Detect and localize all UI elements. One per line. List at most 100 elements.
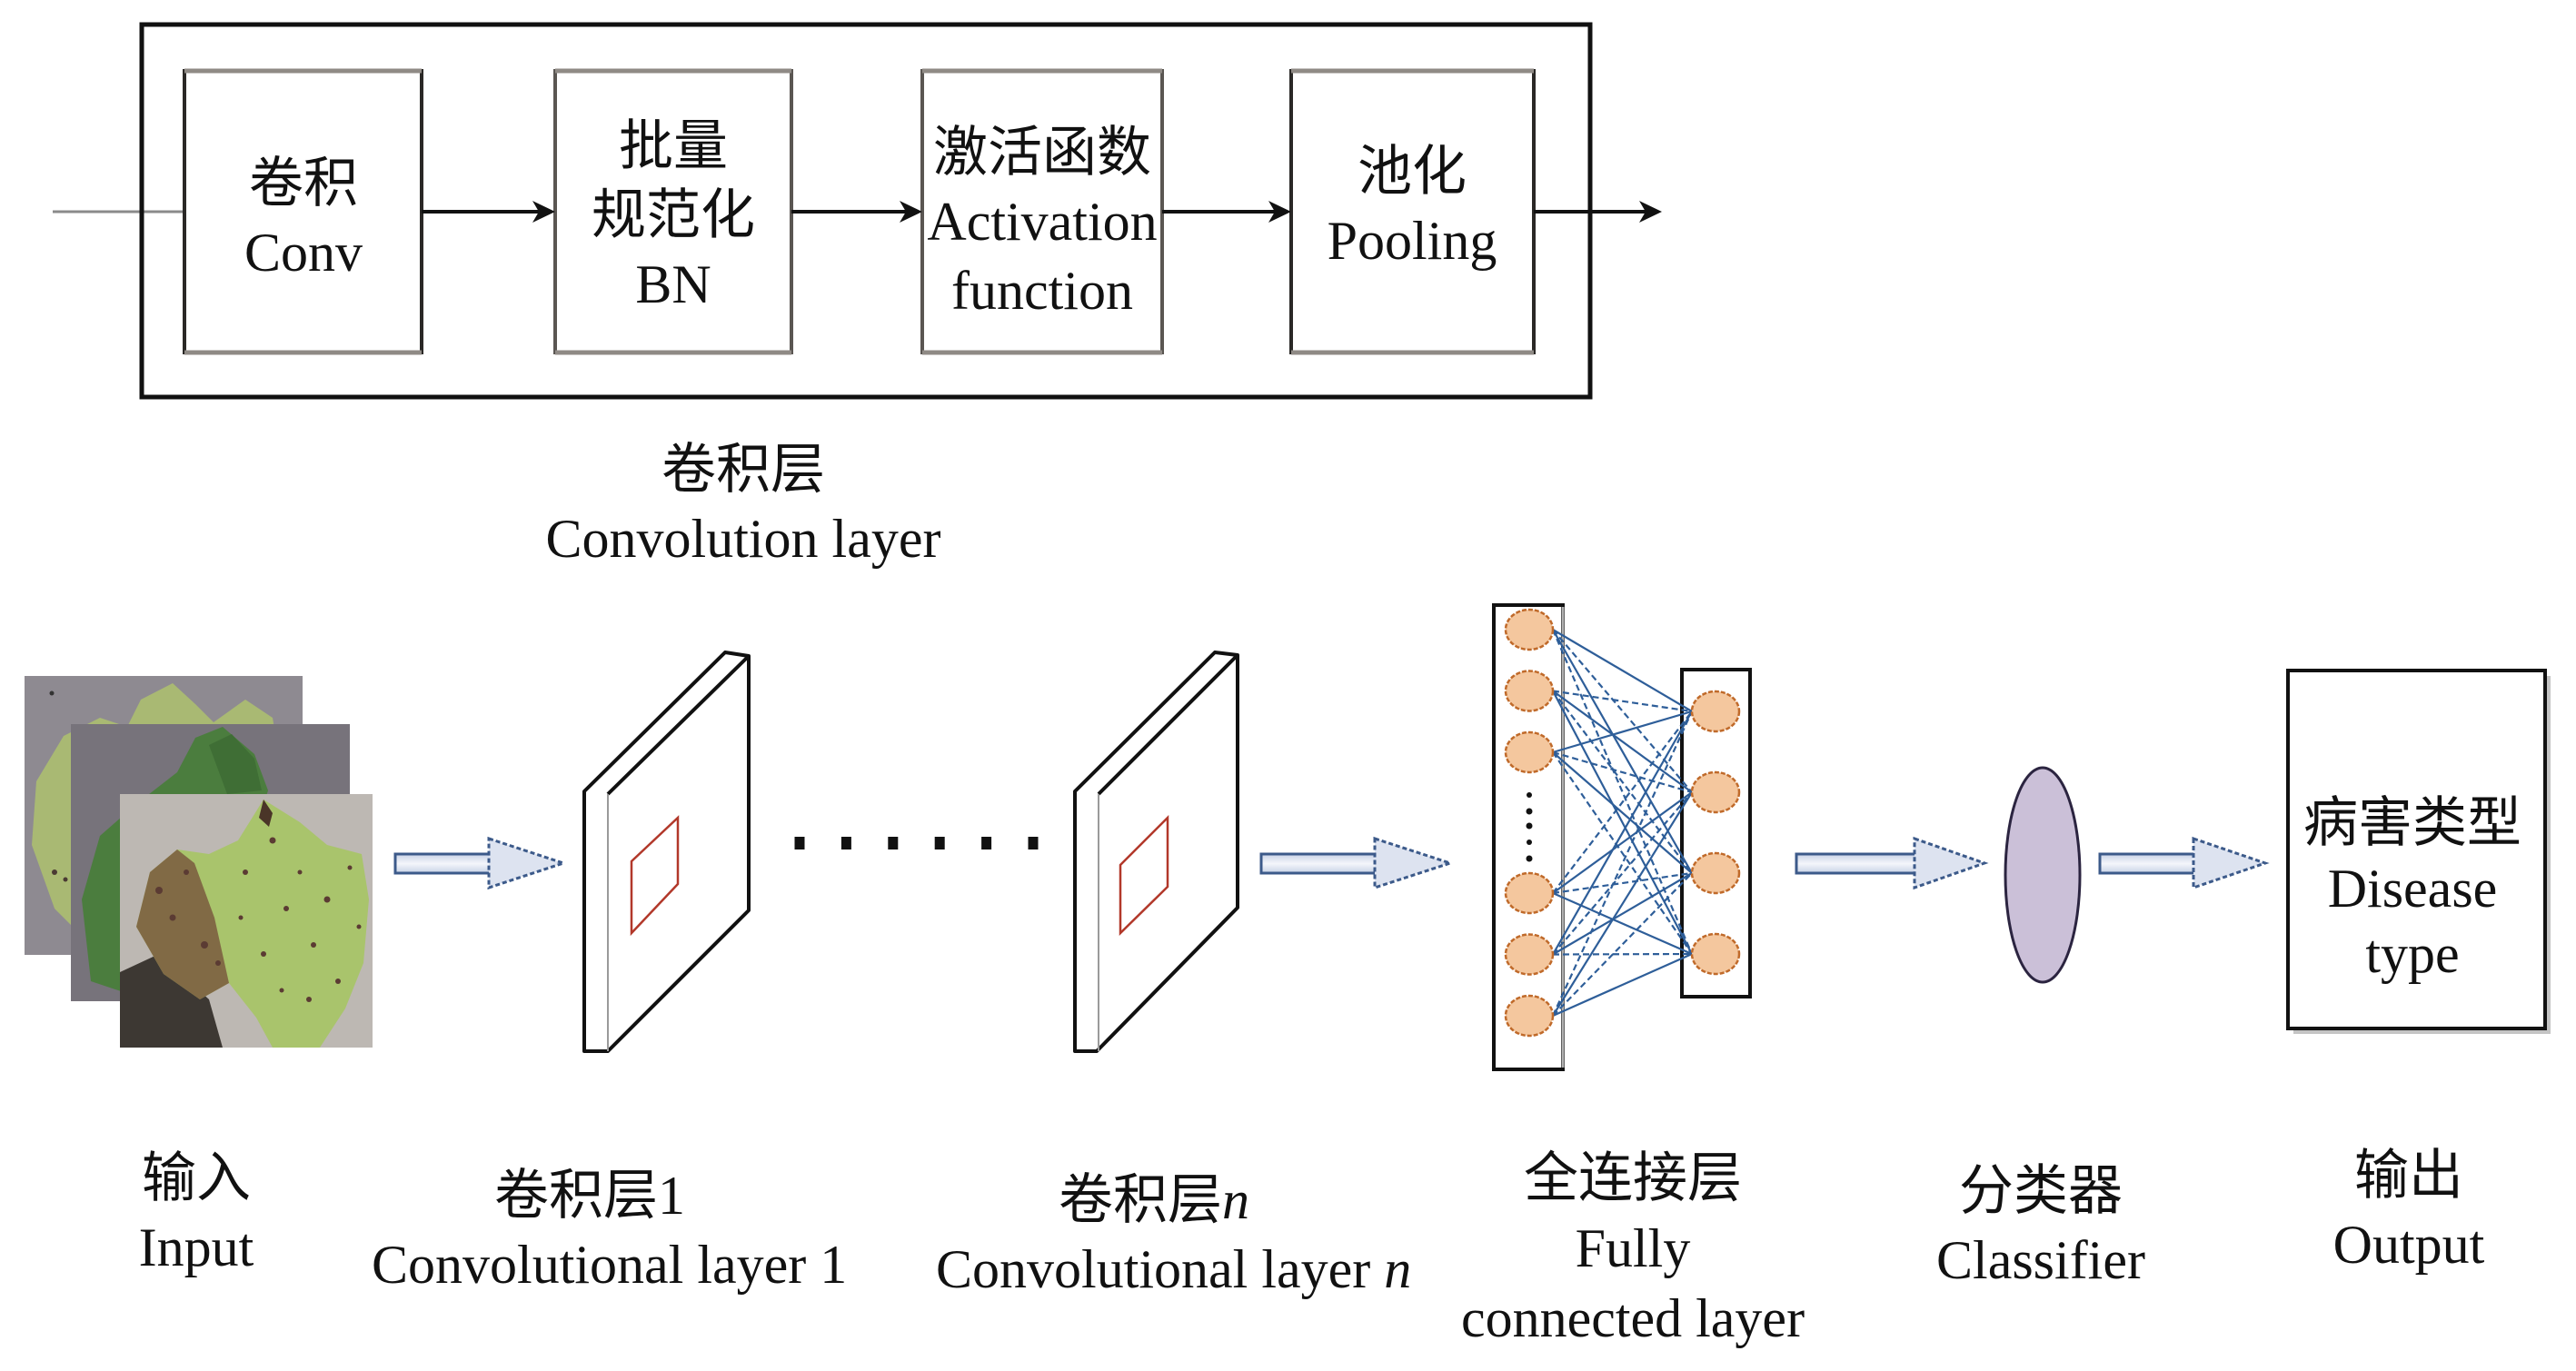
fc-connection-line	[1551, 710, 1694, 1017]
fc-connection-line	[1552, 872, 1693, 956]
caption-zh-text: 卷积层	[1059, 1170, 1222, 1230]
stage-label-en: Conv	[244, 223, 363, 283]
stage-label-activation: 激活函数 Activation function	[824, 118, 1260, 325]
fc-output-node	[1690, 770, 1741, 814]
stage-label-zh: 池化	[1358, 142, 1467, 202]
output-box	[2286, 669, 2551, 1034]
stage-label-batch-norm: 批量 规范化 BN	[455, 112, 891, 319]
fc-connection-line	[1552, 791, 1693, 956]
fc-input-node	[1504, 994, 1555, 1038]
conv-layer-n-caption: 卷积层n Convolutional layer n	[936, 1166, 1411, 1304]
ellipsis-dot	[888, 837, 899, 849]
block-arrow-convn-to-fc	[1259, 836, 1455, 890]
caption-en-variable: n	[1384, 1239, 1412, 1299]
block-arrow-fc-to-classifier	[1795, 836, 1989, 890]
fc-connection-line	[1552, 690, 1693, 713]
arrow-pooling-output	[1534, 201, 1662, 223]
caption-en: Classifier	[1936, 1230, 2145, 1290]
fc-input-node	[1504, 933, 1555, 976]
caption-zh: 输出	[2354, 1146, 2463, 1206]
stage-label-pooling: 池化 Pooling	[1194, 137, 1630, 275]
classifier-caption: 分类器 Classifier	[1823, 1157, 2259, 1295]
fc-connection-line	[1552, 710, 1693, 754]
output-box-line-en: Disease	[2327, 859, 2498, 919]
fc-output-node	[1690, 851, 1741, 895]
stage-label-zh: 激活函数	[933, 123, 1151, 183]
fc-connection-line	[1552, 952, 1693, 956]
output-box-line-en: type	[2365, 924, 2460, 984]
ellipsis-dot	[1028, 837, 1039, 849]
fc-connection-line	[1552, 750, 1693, 794]
caption-en: Convolutional layer n	[936, 1235, 1411, 1304]
fc-connection-line	[1552, 891, 1693, 956]
ellipsis-dot	[934, 837, 945, 849]
caption-en: Convolution layer	[545, 509, 941, 569]
fc-connection-line	[1552, 751, 1693, 955]
caption-en-text: Convolutional layer	[936, 1239, 1385, 1299]
caption-en: Input	[138, 1217, 254, 1277]
stage-label-en: BN	[635, 254, 711, 314]
fc-node-ellipsis	[1526, 792, 1533, 862]
layer-ellipsis-dots	[794, 837, 1039, 849]
conv-layer-n-feature-map	[1073, 651, 1239, 1053]
fc-input-node	[1504, 871, 1555, 915]
leaf-image-front	[120, 794, 373, 1048]
fc-input-node	[1504, 730, 1555, 774]
fc-connection-line	[1552, 871, 1693, 895]
stage-label-zh: 卷积	[249, 154, 358, 214]
classifier-ellipse	[2004, 766, 2082, 984]
caption-zh-variable: n	[1222, 1170, 1249, 1230]
caption-en: Fully	[1575, 1218, 1691, 1278]
fc-connection-line	[1552, 629, 1693, 874]
fully-connected-caption: 全连接层 Fully connected layer	[1415, 1144, 1851, 1354]
arrowhead-icon	[1639, 201, 1662, 223]
stage-label-conv: 卷积 Conv	[85, 149, 522, 287]
fc-connection-line	[1551, 629, 1694, 955]
stage-box-batch-norm	[553, 68, 793, 355]
caption-en: Convolutional layer 1	[372, 1235, 848, 1295]
stage-label-en: Activation	[927, 192, 1158, 252]
block-arrow-classifier-to-output	[2098, 836, 2270, 890]
arrow-conv-to-bn	[422, 201, 555, 223]
ellipsis-dot	[840, 837, 851, 849]
fc-output-node	[1690, 690, 1741, 733]
fc-input-node	[1504, 608, 1555, 651]
block-arrow-input-to-conv1	[393, 836, 568, 890]
conv-layer-1-caption: 卷积层1 Convolutional layer 1	[372, 1161, 848, 1299]
arrow-bn-to-activation	[791, 201, 922, 223]
stage-label-zh: 批量	[619, 116, 728, 176]
conv-kernel-window	[1119, 814, 1169, 936]
caption-zh: 卷积层1	[494, 1166, 685, 1226]
output-box-line-zh: 病害类型	[2303, 793, 2521, 853]
caption-zh: 卷积层	[661, 440, 825, 500]
conv-layer-1-feature-map	[582, 651, 751, 1053]
ellipsis-dot	[981, 837, 992, 849]
arrow-activation-to-pooling	[1162, 201, 1291, 223]
stage-label-en: function	[951, 261, 1133, 321]
fc-connection-line	[1552, 791, 1693, 894]
fc-connection-line	[1552, 710, 1693, 894]
input-caption: 输入 Input	[0, 1144, 414, 1282]
fc-connection-line	[1552, 690, 1693, 793]
fc-nodes	[1504, 608, 1741, 1038]
fc-connection-line	[1552, 872, 1693, 1017]
stage-label-zh: 规范化	[592, 185, 755, 245]
caption-en: Output	[2332, 1215, 2485, 1275]
fc-connection-line	[1552, 791, 1693, 1017]
caption-zh: 输入	[142, 1148, 251, 1208]
convolution-layer-caption: 卷积层 Convolution layer	[525, 435, 961, 573]
caption-zh: 卷积层n	[936, 1166, 1372, 1235]
ellipsis-dot	[794, 837, 805, 849]
fc-input-node	[1504, 670, 1555, 712]
conv-kernel-window	[630, 815, 680, 937]
fc-connection-line	[1552, 751, 1693, 874]
arrowhead-icon	[532, 201, 555, 223]
caption-zh: 全连接层	[1524, 1148, 1742, 1208]
fc-connection-line	[1552, 952, 1693, 1018]
caption-zh: 分类器	[1959, 1161, 2123, 1221]
fc-connection-line	[1552, 629, 1693, 793]
fc-connections	[1551, 629, 1694, 1018]
caption-en: connected layer	[1460, 1288, 1805, 1348]
